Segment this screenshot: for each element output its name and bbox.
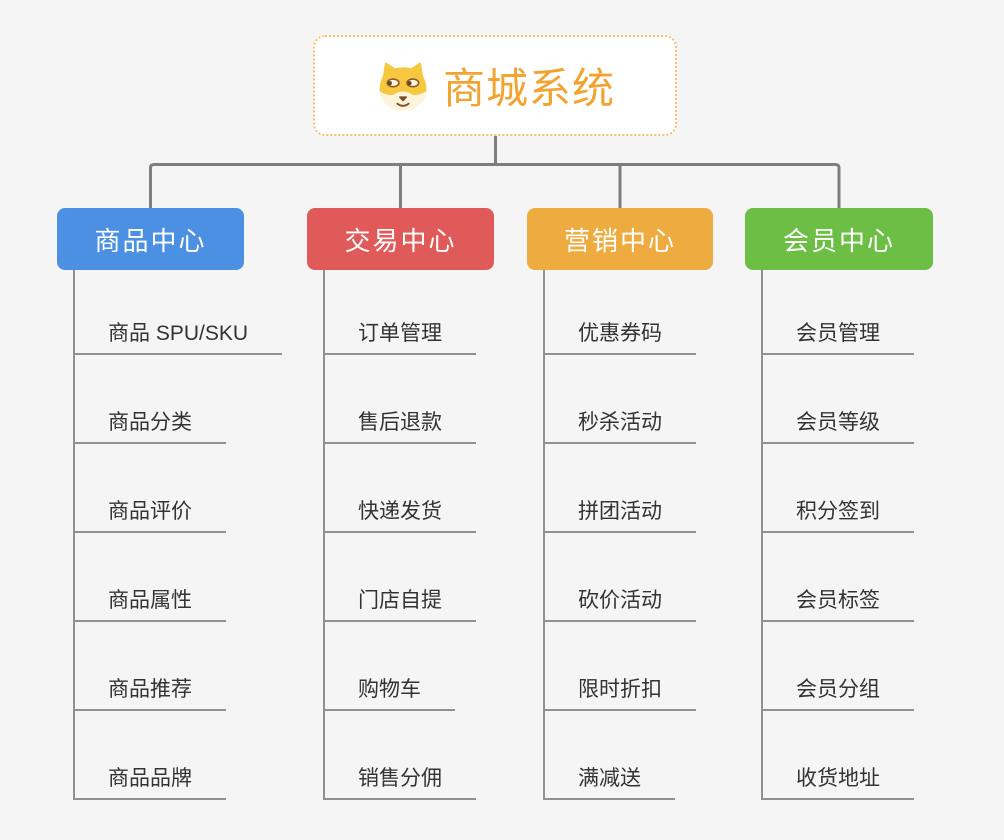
mindmap-item[interactable]: 会员分组 xyxy=(763,675,914,711)
branch-header-2[interactable]: 营销中心 xyxy=(527,208,713,270)
mindmap-item[interactable]: 砍价活动 xyxy=(545,586,696,622)
mindmap-item[interactable]: 商品分类 xyxy=(75,408,226,444)
branch-header-3[interactable]: 会员中心 xyxy=(745,208,933,270)
branch: 营销中心 优惠券码秒杀活动拼团活动砍价活动限时折扣满减送 xyxy=(527,208,713,800)
mindmap-item[interactable]: 限时折扣 xyxy=(545,675,696,711)
mindmap-item[interactable]: 秒杀活动 xyxy=(545,408,696,444)
branch: 交易中心 订单管理售后退款快递发货门店自提购物车销售分佣 xyxy=(307,208,494,800)
mindmap-item[interactable]: 售后退款 xyxy=(325,408,476,444)
branch-items: 优惠券码秒杀活动拼团活动砍价活动限时折扣满减送 xyxy=(543,270,696,800)
dog-icon xyxy=(379,62,427,111)
root-node[interactable]: 商城系统 xyxy=(313,35,677,136)
mindmap-item[interactable]: 会员等级 xyxy=(763,408,914,444)
mindmap-item[interactable]: 销售分佣 xyxy=(325,764,476,800)
mindmap-item[interactable]: 商品推荐 xyxy=(75,675,226,711)
mindmap-item[interactable]: 商品品牌 xyxy=(75,764,226,800)
branch-bus-line xyxy=(149,163,841,210)
mindmap-item[interactable]: 会员标签 xyxy=(763,586,914,622)
branch-header-0[interactable]: 商品中心 xyxy=(57,208,244,270)
branch-header-1[interactable]: 交易中心 xyxy=(307,208,494,270)
mindmap-item[interactable]: 商品属性 xyxy=(75,586,226,622)
mindmap-item[interactable]: 优惠券码 xyxy=(545,319,696,355)
mindmap-item[interactable]: 拼团活动 xyxy=(545,497,696,533)
branch-items: 会员管理会员等级积分签到会员标签会员分组收货地址 xyxy=(761,270,914,800)
root-title: 商城系统 xyxy=(442,65,615,112)
branch-label: 营销中心 xyxy=(563,225,676,256)
mindmap-item[interactable]: 快递发货 xyxy=(325,497,476,533)
mindmap-item[interactable]: 积分签到 xyxy=(763,497,914,533)
mindmap-item[interactable]: 购物车 xyxy=(325,675,455,711)
mindmap-item[interactable]: 商品评价 xyxy=(75,497,226,533)
mindmap-item[interactable]: 会员管理 xyxy=(763,319,914,355)
mindmap-item[interactable]: 满减送 xyxy=(545,764,675,800)
mindmap-item[interactable]: 收货地址 xyxy=(763,764,914,800)
branch-label: 会员中心 xyxy=(782,225,895,256)
branch-label: 交易中心 xyxy=(344,225,457,256)
branch-label: 商品中心 xyxy=(94,225,207,256)
branch-items: 订单管理售后退款快递发货门店自提购物车销售分佣 xyxy=(323,270,476,800)
branch-items: 商品 SPU/SKU 商品分类商品评价商品属性商品推荐商品品牌 xyxy=(73,270,283,800)
mindmap-item[interactable]: 订单管理 xyxy=(325,319,476,355)
mindmap-item[interactable]: 门店自提 xyxy=(325,586,476,622)
branch: 商品中心 商品 SPU/SKU 商品分类商品评价商品属性商品推荐商品品牌 xyxy=(57,208,283,800)
mindmap-item[interactable]: 商品 SPU/SKU xyxy=(75,319,283,355)
branch: 会员中心 会员管理会员等级积分签到会员标签会员分组收货地址 xyxy=(745,208,933,800)
